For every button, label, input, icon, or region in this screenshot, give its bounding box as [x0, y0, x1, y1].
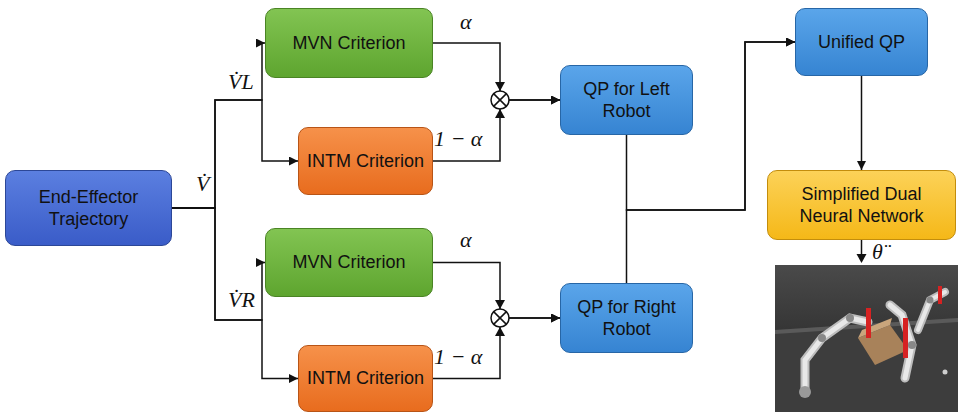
signal-label: V̇	[196, 172, 209, 196]
weight-label: 1 − α	[434, 127, 482, 151]
output-arrow	[857, 240, 867, 263]
flow-arrow	[433, 100, 560, 161]
qp-box: QP for Right Robot	[560, 283, 693, 353]
flow-arrow	[861, 76, 863, 170]
box-text: QP for Right Robot	[569, 296, 684, 341]
box-text: INTM Criterion	[307, 150, 424, 173]
criterion-box: INTM Criterion	[298, 345, 433, 412]
flow-arrow	[172, 43, 265, 208]
weight-label: α	[460, 228, 472, 252]
box-text: Unified QP	[818, 31, 905, 54]
box-text: MVN Criterion	[292, 251, 405, 274]
network-box: Simplified Dual Neural Network	[767, 170, 956, 240]
criterion-box: MVN Criterion	[265, 8, 433, 78]
multiply-junction	[491, 82, 509, 118]
criterion-box: INTM Criterion	[298, 127, 433, 195]
weight-label: α	[460, 10, 472, 34]
weight-label: 1 − α	[434, 345, 482, 369]
flow-arrow	[172, 100, 298, 208]
box-text: MVN Criterion	[292, 32, 405, 55]
signal-label: V̇R	[228, 288, 255, 312]
box-text: End-Effector Trajectory	[14, 186, 163, 231]
box-text: QP for Left Robot	[569, 78, 684, 123]
robot-simulation	[775, 265, 958, 412]
qp-box: Unified QP	[795, 8, 928, 76]
box-text: INTM Criterion	[307, 367, 424, 390]
qp-box: QP for Left Robot	[560, 65, 693, 135]
flow-arrow	[172, 208, 265, 320]
criterion-box: MVN Criterion	[265, 228, 433, 297]
signal-label: V̇L	[228, 70, 254, 94]
multiply-junction	[491, 300, 509, 336]
box-text: Simplified Dual Neural Network	[776, 183, 947, 228]
output-label: θ̈	[872, 240, 883, 264]
input-box: End-Effector Trajectory	[5, 170, 172, 246]
